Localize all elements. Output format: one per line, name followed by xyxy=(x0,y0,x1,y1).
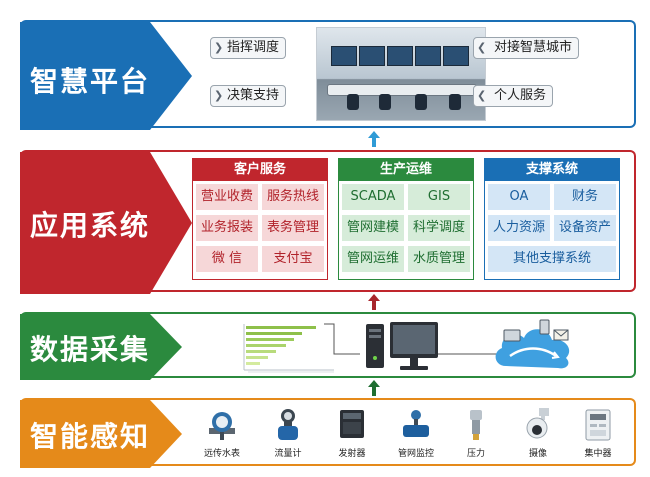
chevron-left-icon: ❮ xyxy=(477,89,487,102)
customer-service-column: 客户服务 营业收费 服务热线 业务报装 表务管理 微 信 支付宝 xyxy=(192,158,328,280)
device-water-meter: 远传水表 xyxy=(192,406,252,462)
sensing-layer: 智能感知 远传水表 流量计 发射器 管网监 xyxy=(20,398,636,468)
water-meter-icon xyxy=(209,412,235,440)
device-transmitter: 发射器 xyxy=(322,406,382,462)
cell-wechat: 微 信 xyxy=(196,246,258,272)
cell-gis: GIS xyxy=(408,184,470,210)
pipe-monitor-icon xyxy=(403,410,429,437)
application-title: 应用系统 xyxy=(30,209,151,242)
production-ops-header: 生产运维 xyxy=(339,159,473,181)
tag-dispatch: ❯ 指挥调度 xyxy=(210,37,287,59)
cell-water-quality: 水质管理 xyxy=(408,246,470,272)
cell-scientific-dispatch: 科学调度 xyxy=(408,215,470,241)
customer-service-header: 客户服务 xyxy=(193,159,327,181)
platform-layer: 智慧平台 ❯ 指挥调度 ❯ 决策支持 ❮ 对接智慧城市 ❮ 个人服务 xyxy=(20,20,636,130)
sensing-title: 智能感知 xyxy=(30,420,151,453)
platform-title: 智慧平台 xyxy=(30,65,151,98)
cloud-icon xyxy=(495,319,570,369)
cell-alipay: 支付宝 xyxy=(262,246,324,272)
production-ops-column: 生产运维 SCADA GIS 管网建模 科学调度 管网运维 水质管理 xyxy=(338,158,474,280)
platform-band xyxy=(20,22,195,130)
cell-meter-management: 表务管理 xyxy=(262,215,324,241)
concentrator-icon xyxy=(585,409,611,441)
cell-finance: 财务 xyxy=(554,184,616,210)
chevron-right-icon: ❯ xyxy=(214,41,224,54)
data-collection-band xyxy=(20,314,195,380)
control-room-photo xyxy=(316,27,486,121)
cell-equipment-assets: 设备资产 xyxy=(554,215,616,241)
cell-scada: SCADA xyxy=(342,184,404,210)
chevron-right-icon: ❯ xyxy=(214,89,224,102)
application-layer: 应用系统 客户服务 营业收费 服务热线 业务报装 表务管理 微 信 支付宝 生产… xyxy=(20,150,636,294)
sensing-band xyxy=(20,400,195,468)
cell-network-modeling: 管网建模 xyxy=(342,215,404,241)
data-collection-layer: 数据采集 xyxy=(20,312,636,380)
data-collection-title: 数据采集 xyxy=(30,333,151,366)
arrow-up-icon xyxy=(368,294,380,310)
device-pipe-monitor: 管网监控 xyxy=(386,406,446,462)
cell-oa: OA xyxy=(488,184,550,210)
pressure-sensor-icon xyxy=(470,410,482,440)
computer-icon xyxy=(366,322,438,370)
cell-installation: 业务报装 xyxy=(196,215,258,241)
arrow-up-icon xyxy=(368,131,380,147)
tag-decision-support: ❯ 决策支持 xyxy=(210,85,287,107)
device-pressure-sensor: 压力 xyxy=(446,406,506,462)
camera-icon xyxy=(526,408,549,439)
device-concentrator: 集中器 xyxy=(568,406,628,462)
chevron-left-icon: ❮ xyxy=(477,41,487,54)
cell-other-support: 其他支撑系统 xyxy=(488,246,616,272)
support-system-header: 支撑系统 xyxy=(485,159,619,181)
tag-personal-service: ❮ 个人服务 xyxy=(473,85,554,107)
tag-smart-city: ❮ 对接智慧城市 xyxy=(473,37,580,59)
device-camera: 摄像 xyxy=(508,406,568,462)
transmitter-icon xyxy=(340,410,364,438)
support-system-column: 支撑系统 OA 财务 人力资源 设备资产 其他支撑系统 xyxy=(484,158,620,280)
device-flow-meter: 流量计 xyxy=(258,406,318,462)
report-chart-icon xyxy=(243,324,334,373)
cell-billing: 营业收费 xyxy=(196,184,258,210)
cell-network-ops: 管网运维 xyxy=(342,246,404,272)
cell-hr: 人力资源 xyxy=(488,215,550,241)
application-band xyxy=(20,152,195,294)
arrow-up-icon xyxy=(368,380,380,396)
network-connector xyxy=(324,323,506,355)
flow-meter-icon xyxy=(278,409,298,440)
cell-hotline: 服务热线 xyxy=(262,184,324,210)
